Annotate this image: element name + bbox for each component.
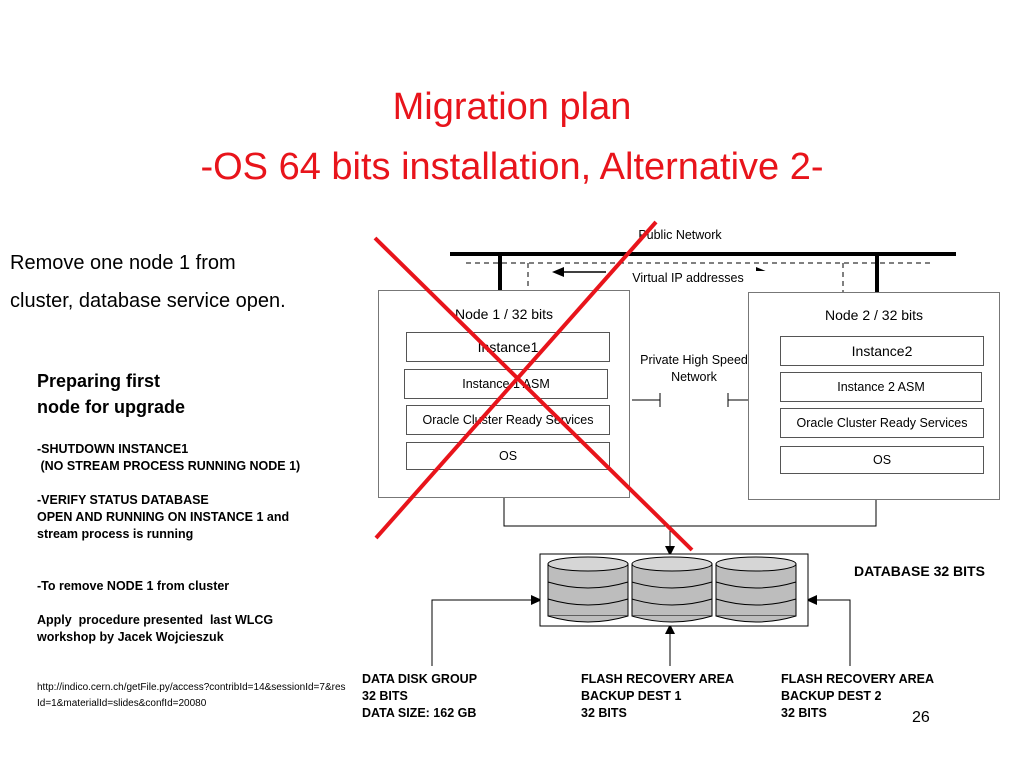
step-verify: -VERIFY STATUS DATABASE OPEN AND RUNNING… <box>37 493 290 541</box>
storage-flash-1: FLASH RECOVERY AREA BACKUP DEST 1 32 BIT… <box>581 671 734 722</box>
page-number: 26 <box>912 709 930 726</box>
storage-data-disk: DATA DISK GROUP 32 BITS DATA SIZE: 162 G… <box>362 671 477 722</box>
storage-flash-2-line3: 32 BITS <box>781 706 827 720</box>
slide-title-line1: Migration plan <box>392 86 632 128</box>
storage-flash-2: FLASH RECOVERY AREA BACKUP DEST 2 32 BIT… <box>781 671 934 722</box>
disk-stack-1 <box>547 556 629 623</box>
cross-stroke-2 <box>374 220 658 540</box>
slide-title-line2: -OS 64 bits installation, Alternative 2- <box>200 146 824 188</box>
node1-os: OS <box>406 442 610 470</box>
node2-instance: Instance2 <box>780 336 984 366</box>
step-remove-node: -To remove NODE 1 from cluster <box>37 579 230 593</box>
step-apply-procedure: Apply procedure presented last WLCG work… <box>37 613 274 644</box>
disk-stack-2 <box>631 556 713 623</box>
node1-crs: Oracle Cluster Ready Services <box>406 405 610 435</box>
flash2-leg <box>812 599 851 666</box>
section-heading-line2: node for upgrade <box>37 397 185 417</box>
storage-flash-1-line2: BACKUP DEST 1 <box>581 689 682 703</box>
node1-instance: Instance1 <box>406 332 610 362</box>
storage-flash-2-line1: FLASH RECOVERY AREA <box>781 672 935 686</box>
vip-arrow-left-head <box>552 267 564 277</box>
storage-flash-2-line2: BACKUP DEST 2 <box>781 689 882 703</box>
step-shutdown: -SHUTDOWN INSTANCE1 (NO STREAM PROCESS R… <box>37 442 301 473</box>
node2-asm: Instance 2 ASM <box>780 372 982 402</box>
storage-data-disk-line2: 32 BITS <box>362 689 408 703</box>
reference-link[interactable]: http://indico.cern.ch/getFile.py/access?… <box>37 682 346 709</box>
intro-line2: cluster, database service open. <box>10 290 286 312</box>
virtual-ip-label: Virtual IP addresses <box>606 271 770 285</box>
private-network-label: Private High Speed Network <box>640 353 748 384</box>
node2-title: Node 2 / 32 bits <box>824 307 924 323</box>
storage-data-disk-line3: DATA SIZE: 162 GB <box>362 706 477 720</box>
section-heading: Preparing first node for upgrade <box>37 368 185 420</box>
intro-line1: Remove one node 1 from <box>10 252 236 274</box>
section-heading-line1: Preparing first <box>37 371 161 391</box>
node2-box: Node 2 / 32 bits Instance2 Instance 2 AS… <box>748 292 1000 500</box>
public-network-label: Public Network <box>638 228 722 242</box>
node-storage-bus <box>503 498 877 527</box>
database-label: DATABASE 32 BITS <box>854 563 985 579</box>
storage-flash-1-line1: FLASH RECOVERY AREA <box>581 672 735 686</box>
disk-stack-3 <box>715 556 797 623</box>
storage-flash-1-line3: 32 BITS <box>581 706 627 720</box>
node1-title: Node 1 / 32 bits <box>454 306 554 322</box>
node2-os: OS <box>780 446 984 474</box>
cross-stroke-1 <box>373 236 694 552</box>
storage-data-disk-line1: DATA DISK GROUP <box>362 672 478 686</box>
node2-crs: Oracle Cluster Ready Services <box>780 408 984 438</box>
data-disk-leg <box>431 599 536 666</box>
